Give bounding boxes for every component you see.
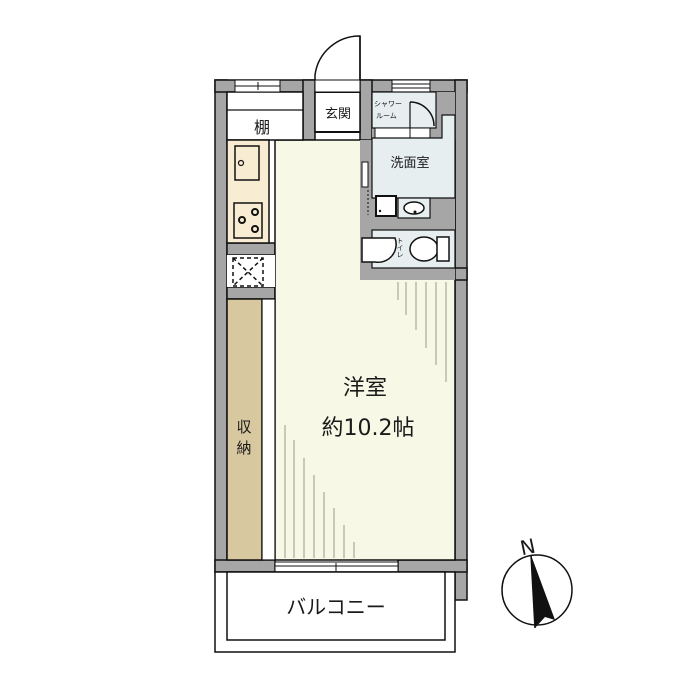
window-balcony bbox=[274, 561, 399, 573]
toilet-bowl-icon bbox=[409, 236, 439, 262]
entrance-door-icon bbox=[314, 35, 361, 80]
window-top-right bbox=[391, 79, 431, 93]
compass-arrow-icon bbox=[531, 555, 555, 628]
shower-label-2: ルーム bbox=[376, 112, 397, 120]
storage-label-2: 納 bbox=[236, 439, 251, 457]
washing-machine-icon bbox=[375, 195, 397, 217]
floor-hatch bbox=[284, 282, 447, 558]
window-top-left bbox=[234, 79, 281, 93]
entrance-label: 玄関 bbox=[325, 107, 351, 122]
balcony-label: バルコニー bbox=[286, 595, 386, 619]
washroom: 洗面室 bbox=[361, 114, 456, 219]
kitchen-sink-icon bbox=[234, 145, 260, 181]
toilet-room: トイレ bbox=[361, 229, 456, 269]
compass: N bbox=[501, 534, 573, 629]
entrance: 玄関 bbox=[314, 35, 361, 133]
shower-room: シャワー ルーム bbox=[371, 91, 437, 139]
western-room-size: 約10.2帖 bbox=[322, 416, 415, 441]
stove-icon bbox=[233, 202, 263, 239]
washroom-label: 洗面室 bbox=[390, 155, 429, 171]
western-room-label: 洋室 bbox=[343, 376, 387, 401]
toilet-door-icon bbox=[361, 237, 397, 264]
kitchen bbox=[226, 139, 270, 244]
shelf-label: 棚 bbox=[254, 118, 270, 137]
storage: 収 納 bbox=[226, 298, 276, 561]
toilet-label: トイレ bbox=[396, 237, 404, 258]
shower-label-1: シャワー bbox=[374, 100, 402, 108]
storage-label-1: 収 bbox=[236, 418, 251, 436]
shower-door-icon bbox=[409, 101, 435, 127]
balcony: バルコニー bbox=[214, 571, 456, 653]
shelf-area: 棚 bbox=[226, 91, 304, 141]
compass-north-label: N bbox=[518, 534, 538, 561]
fridge-space bbox=[227, 255, 275, 287]
